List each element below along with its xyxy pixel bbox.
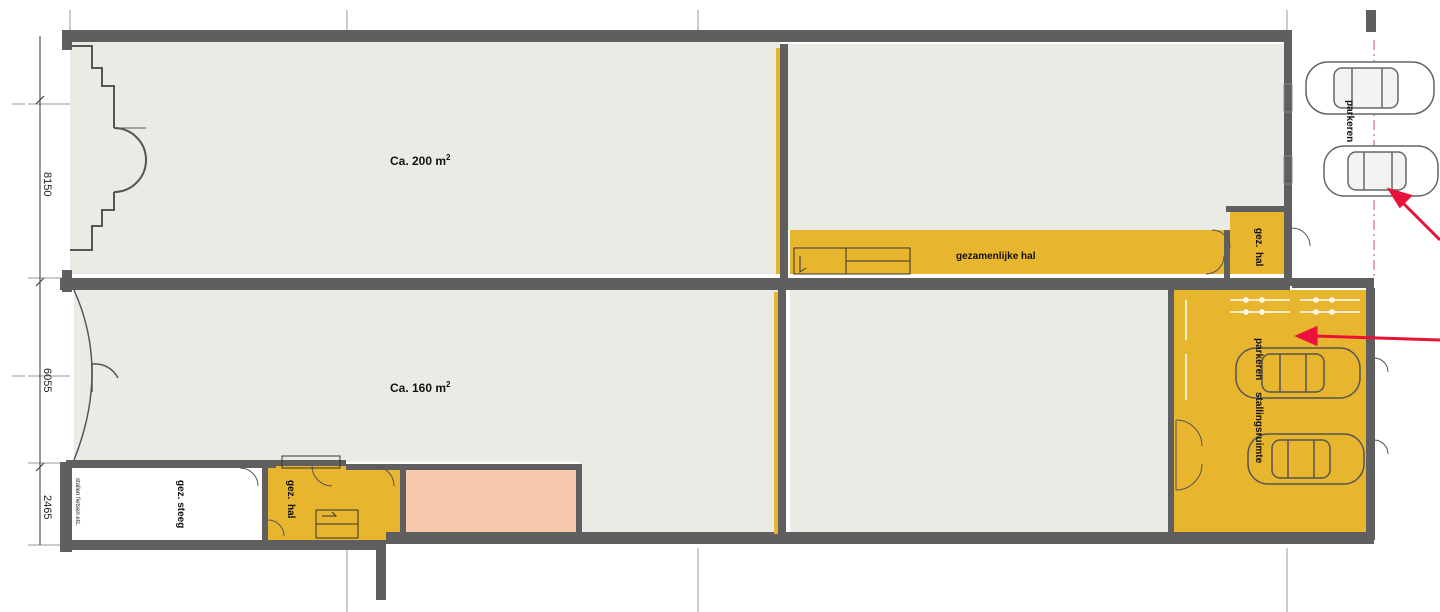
upper-left-floor (70, 42, 780, 274)
shared-hall-area (790, 230, 1230, 274)
parking-label-inside: parkeren (1253, 338, 1264, 380)
dimension-alley: 2465 (41, 495, 53, 519)
car-outside-2 (1323, 145, 1439, 197)
dimension-upper: 8150 (41, 172, 53, 196)
lower-left-floor (74, 290, 778, 462)
pink-room (406, 470, 576, 532)
shared-hall-lower-label-2: hal (285, 504, 296, 519)
shared-hall-small-upper (1230, 212, 1286, 274)
facade-upper (70, 45, 147, 251)
lower-left-floor-b (580, 462, 778, 534)
lower-right-floor (790, 290, 1170, 534)
car-outside-1 (1305, 61, 1435, 115)
bike-racks (1185, 297, 1360, 400)
alley-area (78, 468, 264, 542)
upper-right-floor (788, 44, 1286, 230)
shared-hall-upper-label-1: gez. (1253, 228, 1264, 248)
bike-storage-area (1172, 290, 1366, 534)
car-inside-1 (1235, 347, 1361, 399)
shared-hall-lower-label-1: gez. (285, 480, 296, 500)
doors (239, 227, 1389, 537)
upper-area-label: Ca. 200 m2 (390, 153, 451, 168)
shared-hall-small-lower (268, 466, 400, 540)
car-inside-2 (1247, 433, 1365, 485)
arrow-1 (1386, 187, 1440, 242)
alley-label: gez. steeg (175, 480, 186, 528)
lower-area-label: Ca. 160 m2 (390, 380, 451, 395)
window-marks (1283, 83, 1293, 185)
party-wall-strip (776, 48, 780, 274)
facade-lower (73, 289, 119, 461)
shared-hall-upper-label-2: hal (1253, 252, 1264, 267)
party-wall-strip-lower (774, 292, 778, 534)
bike-storage-label: stallingsruimte (1253, 392, 1264, 464)
stair-upper (793, 247, 911, 275)
grid-lines (12, 10, 1288, 612)
dimension-line (35, 36, 45, 545)
parking-label-outside: parkeren (1344, 100, 1355, 142)
walls (60, 10, 1376, 600)
dimension-lower: 6055 (41, 368, 53, 392)
small-note-label: stallen fietsen etc. (74, 478, 80, 526)
arrow-2 (1294, 325, 1440, 347)
stair-lower (281, 455, 359, 539)
shared-hall-label: gezamenlijke hal (956, 251, 1036, 262)
